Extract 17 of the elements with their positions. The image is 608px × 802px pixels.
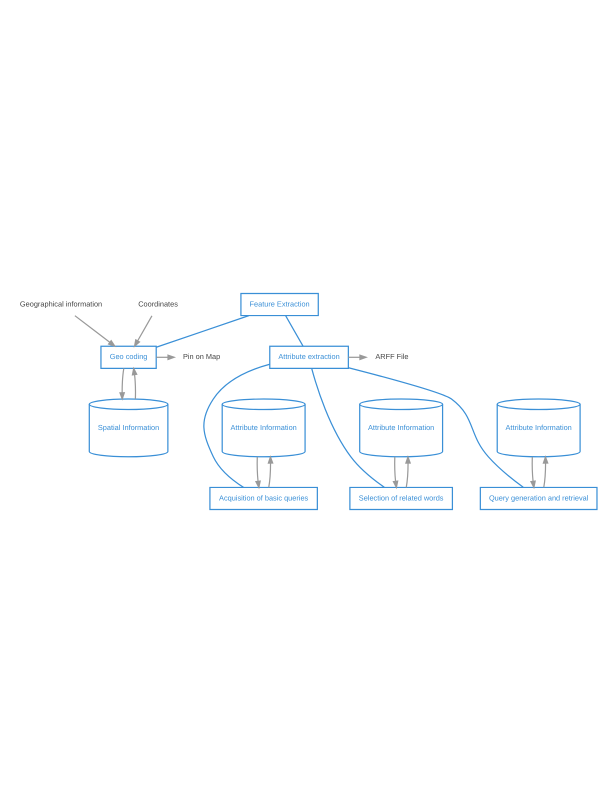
arrow (348, 354, 368, 360)
arrow (254, 456, 261, 489)
connector (285, 315, 304, 346)
connector (348, 366, 524, 488)
arrow (405, 454, 412, 488)
arrow (530, 456, 536, 489)
arrow (542, 454, 549, 488)
arrow (119, 368, 126, 400)
arrow (74, 314, 116, 347)
arrow (132, 366, 138, 398)
arrow (156, 354, 176, 360)
connector (203, 363, 270, 488)
arrow (268, 454, 274, 488)
connector (156, 314, 250, 348)
arrow (392, 456, 398, 489)
arrow (134, 315, 152, 348)
connector (311, 368, 385, 488)
